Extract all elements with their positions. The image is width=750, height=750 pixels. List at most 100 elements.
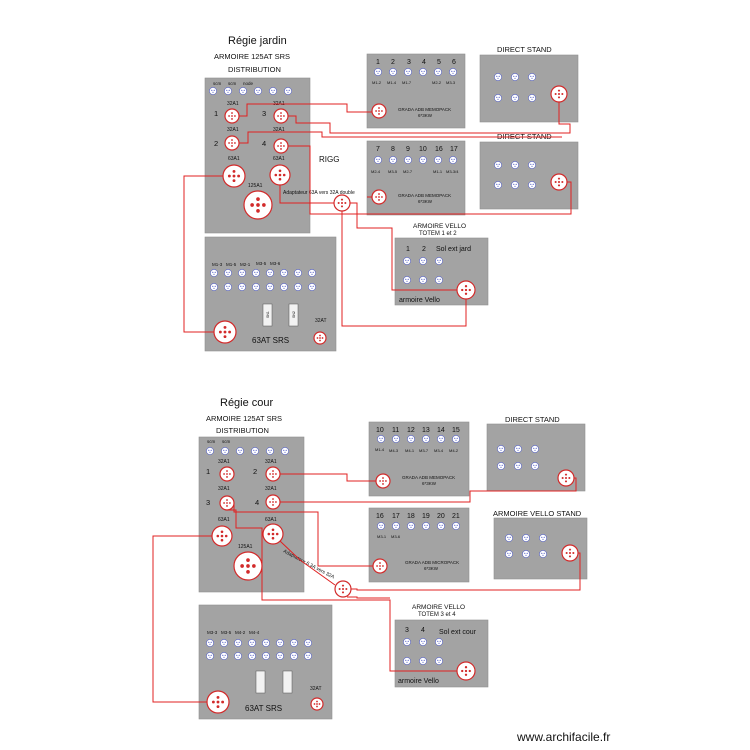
- vello-stand-socket-icon: [522, 550, 530, 558]
- vello-stand-input-socket-icon: [561, 544, 579, 562]
- distribution-socket-icon: [221, 447, 229, 455]
- switch-sn2[interactable]: [288, 303, 299, 327]
- grada-power: 6*3KW: [418, 113, 433, 118]
- grada-number: 3: [407, 59, 411, 66]
- vello-socket-icon: [419, 638, 427, 646]
- vello-socket-icon: [419, 276, 427, 284]
- stand-socket-icon: [494, 161, 502, 169]
- grada-socket-icon: [419, 68, 427, 76]
- vello-subtitle: TOTEM 1 et 2: [419, 231, 457, 237]
- breaker-label: 32A1: [218, 459, 230, 465]
- small-label: scm: [207, 439, 216, 444]
- vello-number: 3: [405, 627, 409, 634]
- grada-sub: M2-2: [432, 80, 442, 85]
- srs-socket-icon: [304, 639, 312, 647]
- switch-sn1[interactable]: [262, 303, 273, 327]
- srs-label: M1-3: [212, 262, 223, 267]
- grada-socket-icon: [377, 435, 385, 443]
- grada-number: 10: [419, 146, 427, 153]
- stand-socket-icon: [511, 73, 519, 81]
- stand-socket-icon: [514, 445, 522, 453]
- vello-socket-icon: [403, 257, 411, 265]
- grada-input-socket-icon: [375, 473, 391, 489]
- srs-breaker-label: 32AT: [310, 686, 322, 692]
- vello-stand-socket-icon: [539, 534, 547, 542]
- circuit-number: 4: [255, 498, 259, 507]
- grada-sub: M4-1: [405, 448, 415, 453]
- cable-wire: [341, 211, 467, 327]
- vello-socket-icon: [419, 657, 427, 665]
- grada-number: 20: [437, 513, 445, 520]
- cable-wire: [152, 535, 212, 703]
- cable-wire: [183, 175, 223, 333]
- circuit-number: 2: [214, 139, 218, 148]
- grada-number: 17: [450, 146, 458, 153]
- grada-number: 14: [437, 427, 445, 434]
- circuit-number: 1: [206, 467, 210, 476]
- breaker-label: 32A1: [227, 127, 239, 133]
- grada-socket-icon: [407, 522, 415, 530]
- circuit-number: 4: [262, 139, 266, 148]
- stand-input-socket-icon: [550, 173, 568, 191]
- small-label: scm: [222, 439, 231, 444]
- switch[interactable]: [255, 670, 266, 694]
- grada-socket-icon: [437, 435, 445, 443]
- vello-stand-socket-icon: [505, 550, 513, 558]
- grada-sub: M3-3: [446, 80, 456, 85]
- srs-breaker-label: 32AT: [315, 318, 327, 324]
- circuit-number: 1: [214, 109, 218, 118]
- distribution-socket-icon: [269, 87, 277, 95]
- cable-wire: [279, 540, 336, 586]
- srs-title: 63AT SRS: [252, 336, 289, 345]
- small-label: scm: [213, 81, 222, 86]
- grada-sub: M3-1: [377, 534, 387, 539]
- srs-socket-icon: [290, 639, 298, 647]
- cable-wire: [351, 552, 581, 591]
- srs-socket-icon: [234, 652, 242, 660]
- srs-socket-icon: [294, 283, 302, 291]
- grada-socket-icon: [422, 435, 430, 443]
- wires-layer: [152, 102, 581, 703]
- srs-socket-icon: [210, 283, 218, 291]
- breaker-socket-icon: [222, 164, 246, 188]
- cable-wire: [288, 102, 571, 134]
- grada-socket-icon: [422, 522, 430, 530]
- breaker-socket-icon: [265, 494, 281, 510]
- breaker-socket-icon: [233, 551, 263, 581]
- vello-socket-icon: [419, 257, 427, 265]
- armoire-subtitle-cour: DISTRIBUTION: [216, 426, 269, 435]
- srs-label: M1-5: [226, 262, 237, 267]
- grada-number: 10: [376, 427, 384, 434]
- srs-socket-icon: [280, 283, 288, 291]
- grada-name: GRADA ADB MEMOPACK: [398, 107, 451, 112]
- stand-input-socket-icon: [550, 85, 568, 103]
- vello-subtitle: TOTEM 3 et 4: [418, 612, 456, 618]
- grada-sub: M1-7: [402, 80, 412, 85]
- switch[interactable]: [282, 670, 293, 694]
- grada-socket-icon: [374, 156, 382, 164]
- grada-socket-icon: [377, 522, 385, 530]
- breaker-socket-icon: [224, 135, 240, 151]
- srs-label: M2-1: [240, 262, 251, 267]
- stand-socket-icon: [494, 181, 502, 189]
- srs-label: M3-6: [270, 261, 281, 266]
- srs-label: M4-2: [235, 630, 246, 635]
- grada-sub: M3-6: [391, 534, 401, 539]
- grada-number: 19: [422, 513, 430, 520]
- grada-socket-icon: [407, 435, 415, 443]
- adapter-socket-icon: [333, 194, 351, 212]
- section-title-jardin: Régie jardin: [228, 35, 287, 47]
- breaker-label: 32A1: [218, 486, 230, 492]
- grada-sub: M1-2: [372, 80, 382, 85]
- grada-socket-icon: [374, 68, 382, 76]
- switch-label: SN2: [292, 311, 296, 318]
- vello-number: Sol ext jard: [436, 246, 471, 253]
- vello-socket-icon: [435, 276, 443, 284]
- switch-label: SN1: [266, 311, 270, 318]
- grada-sub: M3-7: [419, 448, 429, 453]
- grada-socket-icon: [392, 435, 400, 443]
- vello-stand-socket-icon: [505, 534, 513, 542]
- srs-label: M4-4: [249, 630, 260, 635]
- distribution-socket-icon: [251, 447, 259, 455]
- grada-name: GRADA ADB MICROPACK: [405, 560, 459, 565]
